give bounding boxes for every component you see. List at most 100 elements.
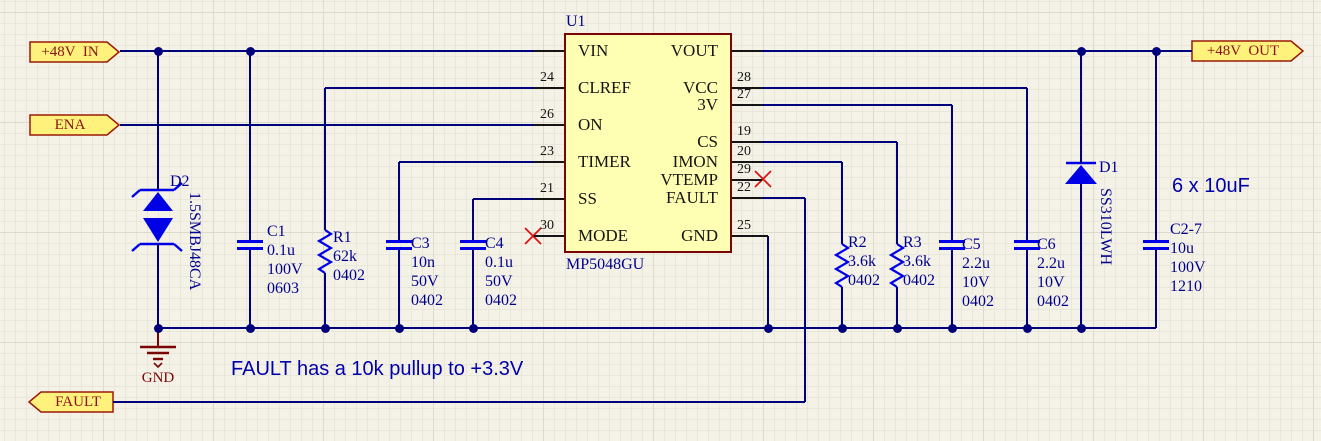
wire-segment bbox=[249, 51, 251, 240]
port-fault-label: FAULT bbox=[55, 394, 101, 410]
component-value-R1-0: 62k bbox=[333, 248, 357, 265]
wire-segment bbox=[249, 250, 251, 328]
capacitor-C4-symbol[interactable] bbox=[460, 247, 486, 250]
wire-segment bbox=[762, 161, 842, 163]
resistor-R1-symbol[interactable] bbox=[316, 229, 334, 274]
junction-dot bbox=[1077, 324, 1086, 333]
wire-segment bbox=[472, 199, 474, 240]
ic-pin-name-left-1: CLREF bbox=[578, 78, 631, 97]
ic-pin-name-right-6: FAULT bbox=[666, 188, 718, 207]
ic-u1-body[interactable] bbox=[564, 33, 732, 253]
ic-pin-number-right-3: 19 bbox=[737, 124, 751, 139]
wire-segment bbox=[896, 287, 898, 328]
ic-pin-name-right-3: CS bbox=[697, 132, 718, 151]
capacitor-C27-symbol[interactable] bbox=[1143, 240, 1169, 243]
tvs-d2-symbol[interactable] bbox=[173, 182, 183, 191]
wire-segment bbox=[157, 51, 159, 190]
component-value-C27-2: 1210 bbox=[1170, 278, 1202, 295]
component-value-C4-1: 50V bbox=[485, 273, 513, 290]
junction-dot bbox=[1152, 47, 1161, 56]
port-fault[interactable] bbox=[27, 391, 114, 413]
tvs-d2-symbol[interactable] bbox=[173, 243, 183, 252]
resistor-R2-symbol[interactable] bbox=[833, 243, 851, 288]
ic-pin-name-left-2: ON bbox=[578, 115, 603, 134]
capacitor-C6-symbol[interactable] bbox=[1014, 247, 1040, 250]
component-value-C3-0: 10n bbox=[411, 254, 435, 271]
port-ena[interactable] bbox=[29, 114, 121, 136]
component-value-D2: 1.5SMBJ48CA bbox=[186, 192, 203, 291]
component-designator-C27: C2-7 bbox=[1170, 221, 1202, 238]
junction-dot bbox=[246, 47, 255, 56]
port-vout[interactable] bbox=[1191, 40, 1305, 62]
junction-dot bbox=[1077, 47, 1086, 56]
ic-pin-name-left-0: VIN bbox=[578, 41, 609, 60]
wire-segment bbox=[762, 50, 1192, 52]
component-value-C4-0: 0.1u bbox=[485, 254, 513, 271]
ic-pin-stub bbox=[732, 141, 762, 143]
tvs-d2-symbol[interactable] bbox=[131, 243, 141, 252]
junction-dot bbox=[948, 324, 957, 333]
capacitor-C3-symbol[interactable] bbox=[386, 240, 412, 243]
ic-pin-stub bbox=[534, 161, 564, 163]
component-designator-D2: D2 bbox=[170, 173, 190, 190]
component-designator-R3: R3 bbox=[903, 234, 922, 251]
component-designator-C6: C6 bbox=[1037, 236, 1056, 253]
tvs-d2-symbol[interactable] bbox=[131, 189, 141, 198]
component-value-R1-1: 0402 bbox=[333, 267, 365, 284]
ic-pin-number-left-5: 30 bbox=[540, 218, 554, 233]
ic-pin-number-right-2: 27 bbox=[737, 87, 751, 102]
wire-segment bbox=[1080, 51, 1082, 163]
resistor-R3-symbol[interactable] bbox=[888, 243, 906, 288]
ic-designator: U1 bbox=[566, 13, 586, 30]
component-value-C1-1: 100V bbox=[267, 261, 303, 278]
ic-pin-stub bbox=[732, 179, 762, 181]
wire-segment bbox=[896, 142, 898, 244]
capacitor-C6-symbol[interactable] bbox=[1014, 240, 1040, 243]
component-value-C5-0: 2.2u bbox=[962, 255, 990, 272]
wire-segment bbox=[951, 105, 953, 240]
wire-segment bbox=[158, 327, 1156, 329]
capacitor-C1-symbol[interactable] bbox=[237, 240, 263, 243]
component-value-D1: SS310LWH bbox=[1097, 188, 1114, 266]
junction-dot bbox=[469, 324, 478, 333]
wire-segment bbox=[762, 87, 1027, 89]
wire-segment bbox=[1026, 88, 1028, 240]
ic-pin-stub bbox=[732, 104, 762, 106]
ic-pin-stub bbox=[534, 198, 564, 200]
junction-dot bbox=[154, 324, 163, 333]
wire-segment bbox=[399, 161, 535, 163]
port-vin[interactable] bbox=[29, 41, 121, 63]
wire-segment bbox=[1155, 250, 1157, 328]
junction-dot bbox=[154, 47, 163, 56]
junction-dot bbox=[246, 324, 255, 333]
wire-segment bbox=[762, 104, 952, 106]
capacitor-C5-symbol[interactable] bbox=[939, 247, 965, 250]
wire-segment bbox=[762, 141, 897, 143]
ic-pin-number-left-2: 26 bbox=[540, 107, 554, 122]
ic-pin-stub bbox=[534, 124, 564, 126]
ic-pin-number-right-6: 22 bbox=[737, 180, 751, 195]
component-value-C27-0: 10u bbox=[1170, 240, 1194, 257]
capacitor-C5-symbol[interactable] bbox=[939, 240, 965, 243]
ic-pin-name-right-2: 3V bbox=[697, 95, 718, 114]
capacitor-C3-symbol[interactable] bbox=[386, 247, 412, 250]
component-designator-C5: C5 bbox=[962, 236, 981, 253]
wire-segment bbox=[157, 244, 159, 328]
component-designator-C3: C3 bbox=[411, 235, 430, 252]
ic-pin-stub bbox=[534, 87, 564, 89]
tvs-d2-symbol[interactable] bbox=[143, 218, 173, 242]
ic-pin-stub bbox=[732, 87, 762, 89]
ic-pin-stub bbox=[732, 197, 762, 199]
capacitor-C27-symbol[interactable] bbox=[1143, 247, 1169, 250]
no-connect-x-mode-pin bbox=[524, 227, 542, 245]
wire-segment bbox=[762, 197, 805, 199]
gnd-label: GND bbox=[141, 370, 175, 386]
capacitor-C1-symbol[interactable] bbox=[237, 247, 263, 250]
capacitor-C4-symbol[interactable] bbox=[460, 240, 486, 243]
diode-d1-symbol[interactable] bbox=[1065, 165, 1097, 184]
ic-pin-number-right-5: 29 bbox=[737, 162, 751, 177]
ic-pin-stub bbox=[732, 50, 762, 52]
gnd-symbol[interactable] bbox=[153, 362, 163, 369]
tvs-d2-symbol[interactable] bbox=[143, 192, 173, 211]
